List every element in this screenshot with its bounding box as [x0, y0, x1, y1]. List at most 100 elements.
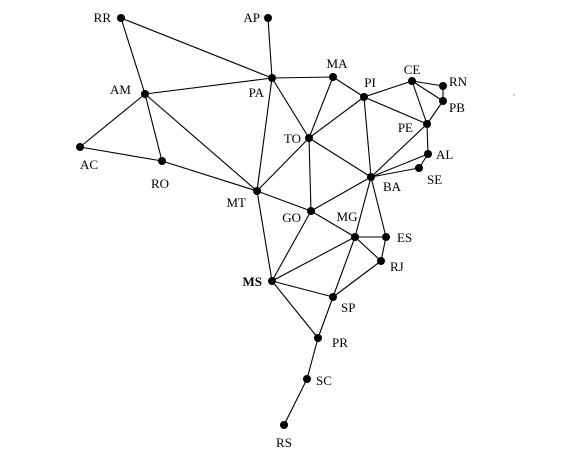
node-label-sp: SP — [341, 300, 355, 315]
node-label-am: AM — [110, 82, 131, 97]
edge-pe-al — [426, 123, 429, 155]
node-am — [141, 90, 149, 98]
graph-nodes — [76, 14, 447, 429]
edge-pe-ba — [370, 123, 428, 178]
node-ap — [264, 14, 272, 22]
node-label-ro: RO — [151, 176, 169, 191]
node-label-rn: RN — [449, 74, 468, 89]
edge-mg-rj — [354, 236, 382, 262]
node-sc — [303, 375, 311, 383]
node-es — [382, 233, 390, 241]
edge-mg-sp — [332, 236, 356, 298]
node-ro — [158, 157, 166, 165]
edge-mt-go — [256, 190, 312, 212]
edge-pr-sc — [306, 337, 319, 380]
stray-dot — [513, 94, 515, 96]
edge-sp-pr — [317, 296, 334, 339]
edge-pi-pe — [363, 96, 428, 125]
edge-pa-ma — [271, 76, 334, 79]
edge-go-ba — [310, 176, 372, 212]
edge-pi-ce — [363, 80, 413, 98]
node-pb — [439, 97, 447, 105]
node-label-rs: RS — [276, 435, 292, 450]
edge-am-ro — [144, 93, 163, 162]
graph-labels: RR AP AM PA MA PI CE RN PB PE AL SE BA TO AC RO MT GO MG ES… — [80, 10, 468, 450]
node-label-ms: MS — [243, 274, 263, 289]
node-pr — [314, 334, 322, 342]
node-label-ac: AC — [80, 157, 98, 172]
edge-ma-to — [308, 76, 334, 139]
edge-go-ms — [271, 210, 312, 282]
edge-pi-to — [308, 96, 365, 139]
edge-ms-pr — [271, 280, 319, 339]
node-mg — [351, 233, 359, 241]
node-label-pe: PE — [398, 120, 413, 135]
node-label-go: GO — [282, 210, 301, 225]
node-label-pa: PA — [249, 85, 265, 100]
edge-pa-mt — [256, 77, 273, 192]
node-pe — [423, 120, 431, 128]
node-label-ma: MA — [327, 56, 349, 71]
node-rs — [280, 421, 288, 429]
node-rr — [117, 14, 125, 22]
edge-rr-pa — [120, 17, 273, 79]
node-se — [415, 164, 423, 172]
node-label-mg: MG — [337, 209, 358, 224]
node-label-se: SE — [427, 172, 442, 187]
node-label-al: AL — [436, 147, 453, 162]
graph-edges — [79, 17, 444, 426]
node-ac — [76, 143, 84, 151]
edge-ma-pi — [332, 76, 365, 98]
node-label-pr: PR — [332, 335, 348, 350]
node-label-rj: RJ — [390, 259, 404, 274]
node-pi — [360, 93, 368, 101]
node-label-es: ES — [397, 230, 412, 245]
node-label-pi: PI — [364, 75, 376, 90]
edge-to-mt — [256, 137, 310, 192]
edge-go-mg — [310, 210, 356, 238]
node-to — [305, 134, 313, 142]
edge-rj-sp — [332, 260, 382, 298]
edge-pa-to — [271, 77, 310, 139]
node-label-rr: RR — [94, 10, 112, 25]
edge-ba-es — [370, 176, 387, 238]
edge-ro-mt — [161, 160, 258, 192]
node-pa — [268, 74, 276, 82]
node-label-ap: AP — [243, 10, 260, 25]
node-label-ba: BA — [383, 179, 402, 194]
edge-mg-ms — [271, 236, 356, 282]
node-ba — [367, 173, 375, 181]
node-label-ce: CE — [404, 62, 421, 77]
node-label-sc: SC — [316, 373, 332, 388]
edge-al-ba — [370, 153, 429, 178]
edge-to-go — [308, 137, 312, 212]
edge-ap-pa — [267, 17, 273, 79]
edge-ba-mg — [354, 176, 372, 238]
edge-pb-pe — [426, 100, 444, 125]
edge-se-ba — [370, 167, 420, 178]
edge-ms-sp — [271, 280, 334, 298]
node-go — [307, 207, 315, 215]
edge-sc-rs — [283, 378, 308, 426]
node-label-pb: PB — [449, 100, 465, 115]
node-sp — [329, 293, 337, 301]
edge-ce-pe — [411, 80, 428, 125]
edge-pi-ba — [363, 96, 372, 178]
edge-ce-rn — [411, 80, 444, 87]
node-ma — [329, 73, 337, 81]
node-label-to: TO — [284, 131, 301, 146]
node-mt — [253, 187, 261, 195]
node-rj — [377, 257, 385, 265]
node-rn — [439, 82, 447, 90]
edge-rr-am — [120, 17, 146, 95]
edge-mt-ms — [256, 190, 273, 282]
node-al — [424, 150, 432, 158]
edge-ce-pb — [411, 80, 444, 102]
node-ms — [268, 277, 276, 285]
edge-am-pa — [144, 77, 273, 95]
edge-am-ac — [79, 93, 146, 148]
node-label-mt: MT — [227, 195, 247, 210]
edge-ac-ro — [79, 146, 163, 162]
node-ce — [408, 77, 416, 85]
